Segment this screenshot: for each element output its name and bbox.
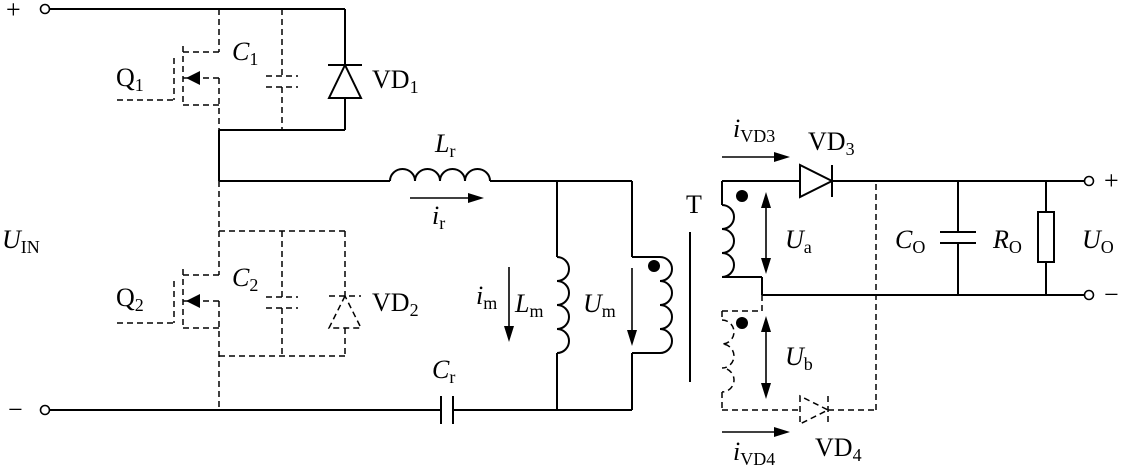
diode-vd2 xyxy=(327,231,363,356)
switch-q2 xyxy=(117,181,220,410)
input-plus-terminal xyxy=(39,3,51,15)
output-plus-label: + xyxy=(1104,166,1119,195)
diode-vd1 xyxy=(219,9,363,131)
capacitor-c2 xyxy=(219,230,345,357)
half-bridge-midpoint xyxy=(218,130,390,182)
q1-label: Q1 xyxy=(116,63,144,95)
secondary-a-polarity-dot xyxy=(736,190,748,202)
um-label: Um xyxy=(583,289,616,321)
secondary-b-polarity-dot xyxy=(736,317,748,329)
ir-label: ir xyxy=(432,201,445,233)
vd2-label: VD2 xyxy=(372,288,419,320)
c2-label: C2 xyxy=(232,263,258,295)
output-minus-label: − xyxy=(1104,280,1119,309)
primary-polarity-dot xyxy=(648,260,660,272)
c1-label: C1 xyxy=(232,37,258,69)
output-plus-terminal xyxy=(1083,175,1095,187)
switch-q1 xyxy=(117,9,220,130)
vd1-label: VD1 xyxy=(372,65,419,97)
input-minus-terminal xyxy=(39,404,51,416)
ivd3-current-arrow xyxy=(722,152,790,162)
ivd4-label: iVD4 xyxy=(733,437,775,469)
ro-label: RO xyxy=(992,225,1022,257)
inductor-lr xyxy=(389,168,632,182)
ub-voltage-arrow xyxy=(761,316,771,399)
input-voltage-label: UIN xyxy=(2,225,40,257)
vd4-label: VD4 xyxy=(815,433,862,465)
capacitor-c1 xyxy=(219,9,345,131)
ua-voltage-arrow xyxy=(761,192,771,274)
co-label: CO xyxy=(895,225,925,257)
output-minus-terminal xyxy=(1083,289,1095,301)
im-label: im xyxy=(476,281,497,313)
cr-label: Cr xyxy=(432,355,455,387)
lr-label: Lr xyxy=(434,129,455,161)
ivd3-label: iVD3 xyxy=(733,114,775,146)
lm-label: Lm xyxy=(514,289,543,321)
capacitor-co xyxy=(940,181,976,295)
inductor-lm xyxy=(556,181,570,410)
ivd4-current-arrow xyxy=(722,427,790,437)
output-voltage-label: UO xyxy=(1082,225,1114,257)
q2-label: Q2 xyxy=(116,283,144,315)
capacitor-cr xyxy=(440,396,454,424)
diode-vd4 xyxy=(799,181,877,426)
ir-current-arrow xyxy=(410,193,484,203)
input-minus-label: − xyxy=(8,395,23,424)
ua-label: Ua xyxy=(785,225,812,257)
transformer-label: T xyxy=(686,190,702,219)
vd3-label: VD3 xyxy=(808,127,855,159)
transformer-primary xyxy=(557,181,673,411)
ub-label: Ub xyxy=(785,342,813,374)
im-current-arrow xyxy=(504,267,514,342)
resistor-ro xyxy=(1037,181,1055,295)
um-voltage-arrow xyxy=(627,268,637,346)
secondary-winding-b xyxy=(721,295,800,411)
secondary-winding-a xyxy=(721,180,1085,296)
input-plus-label: + xyxy=(6,0,21,24)
diode-vd3 xyxy=(760,163,1085,199)
